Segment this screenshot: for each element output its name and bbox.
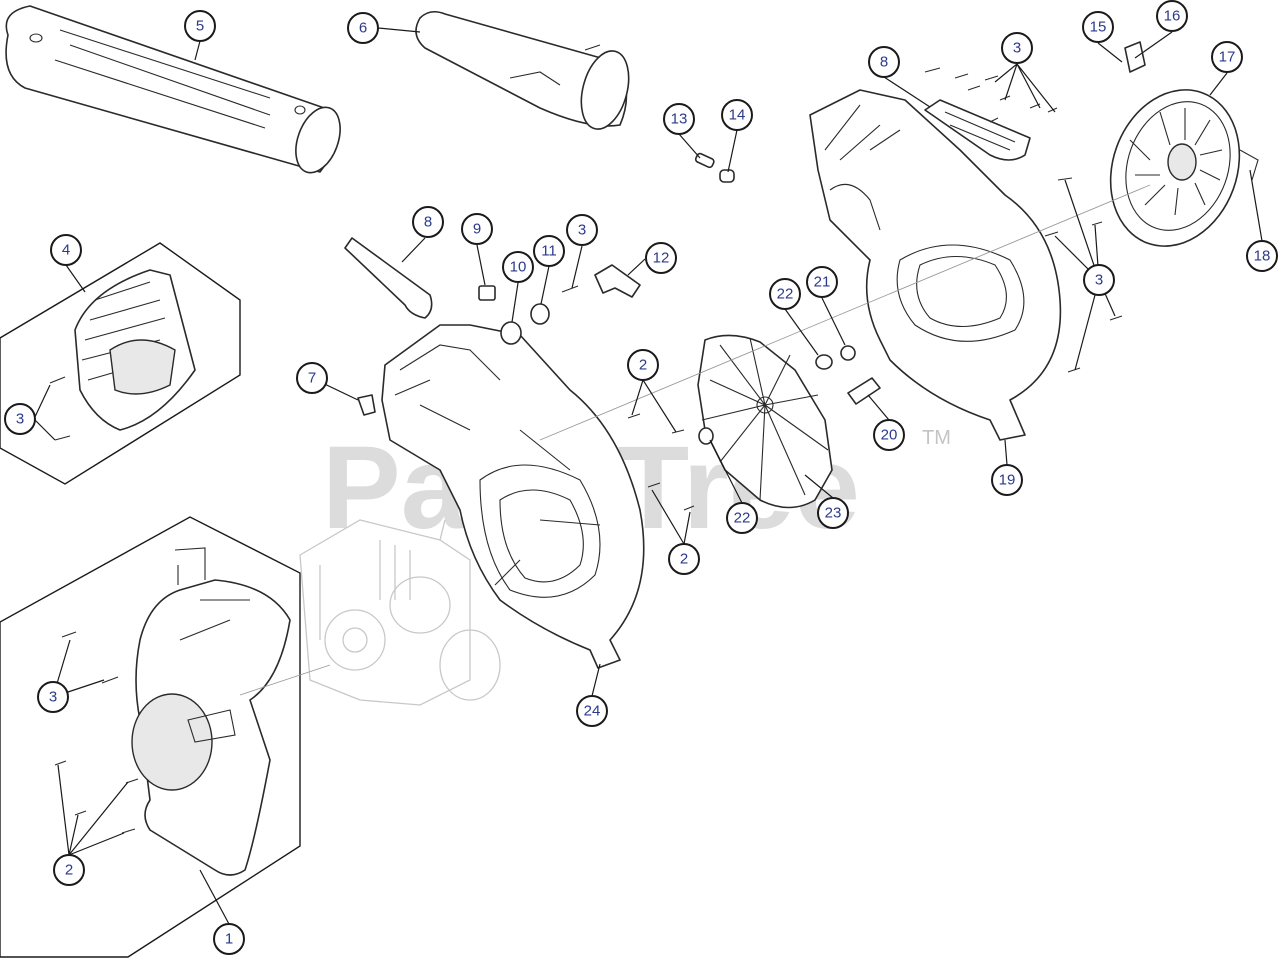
part-rear-handle [131,547,291,876]
part-plug-7 [357,394,376,416]
part-guard [74,269,196,431]
part-recoil-starter [1109,89,1259,247]
callout-3[interactable]: 3 [37,681,69,713]
part-housing-right [809,89,1062,441]
screw-set [49,67,1123,834]
svg-text:19: 19 [999,472,1016,489]
watermark-trademark: TM [922,427,951,449]
svg-text:12: 12 [653,250,670,267]
callout-22[interactable]: 22 [769,278,801,310]
svg-text:3: 3 [16,411,24,428]
callout-8[interactable]: 8 [412,206,444,238]
svg-text:5: 5 [196,18,204,35]
assembly-axes [239,184,1151,696]
svg-text:20: 20 [881,427,898,444]
svg-text:9: 9 [473,221,481,238]
kit-box-1 [0,516,301,958]
part-nut-21 [840,345,856,361]
svg-text:1: 1 [225,931,233,948]
callout-21[interactable]: 21 [806,266,838,298]
svg-text:3: 3 [578,222,586,239]
leader-lines [33,27,1263,925]
callout-8[interactable]: 8 [868,46,900,78]
callout-10[interactable]: 10 [502,251,534,283]
svg-text:3: 3 [1013,40,1021,57]
svg-text:3: 3 [49,689,57,706]
callout-2[interactable]: 2 [627,349,659,381]
part-fan [697,334,833,509]
callout-3[interactable]: 3 [1083,264,1115,296]
callout-13[interactable]: 13 [663,103,695,135]
part-blower-tube [5,5,341,174]
part-knob-11 [530,303,550,325]
callout-5[interactable]: 5 [184,10,216,42]
svg-text:10: 10 [510,259,527,276]
part-shaft-20 [847,377,881,405]
callout-2[interactable]: 2 [668,543,700,575]
callout-1[interactable]: 1 [213,923,245,955]
svg-text:2: 2 [680,551,688,568]
svg-text:18: 18 [1254,248,1271,265]
callout-3[interactable]: 3 [1001,32,1033,64]
part-washer-22-upper [815,354,833,370]
callout-18[interactable]: 18 [1246,240,1278,272]
svg-text:8: 8 [880,54,888,71]
svg-text:15: 15 [1090,19,1107,36]
part-washer-22-lower [698,427,714,445]
callout-3[interactable]: 3 [566,214,598,246]
callout-22[interactable]: 22 [726,502,758,534]
svg-text:22: 22 [777,286,794,303]
svg-text:6: 6 [359,20,367,37]
svg-text:21: 21 [814,274,831,291]
callout-15[interactable]: 15 [1082,11,1114,43]
svg-text:7: 7 [308,370,316,387]
svg-text:24: 24 [584,703,601,720]
callout-7[interactable]: 7 [296,362,328,394]
engine-ghost [299,519,501,706]
callout-12[interactable]: 12 [645,242,677,274]
callout-3[interactable]: 3 [4,403,36,435]
part-oring-10 [500,321,522,345]
callout-23[interactable]: 23 [817,497,849,529]
svg-text:16: 16 [1164,8,1181,25]
svg-text:14: 14 [729,107,746,124]
callout-4[interactable]: 4 [50,234,82,266]
callout-11[interactable]: 11 [533,235,565,267]
svg-text:23: 23 [825,505,842,522]
part-grip-8-right [924,99,1031,161]
part-label-16 [1124,41,1146,73]
svg-text:3: 3 [1095,272,1103,289]
callout-24[interactable]: 24 [576,695,608,727]
svg-text:2: 2 [65,862,73,879]
part-housing-main [381,324,645,669]
callout-20[interactable]: 20 [873,419,905,451]
callout-19[interactable]: 19 [991,464,1023,496]
callout-9[interactable]: 9 [461,213,493,245]
svg-text:8: 8 [424,214,432,231]
svg-text:2: 2 [639,357,647,374]
part-grip-8-left [344,237,433,319]
callouts: 5 6 13 14 8 3 15 16 17 4 8 9 10 11 3 12 … [4,0,1278,955]
part-pin-13-14 [694,152,735,183]
svg-text:11: 11 [541,243,557,260]
svg-text:17: 17 [1219,49,1236,66]
svg-text:13: 13 [671,111,688,128]
part-lever-12 [594,264,641,298]
callout-17[interactable]: 17 [1211,41,1243,73]
callout-6[interactable]: 6 [347,12,379,44]
callout-16[interactable]: 16 [1156,0,1188,32]
part-switch-9 [478,285,496,301]
kit-box-4 [0,242,241,485]
svg-text:4: 4 [62,242,70,259]
callout-14[interactable]: 14 [721,99,753,131]
callout-2[interactable]: 2 [53,854,85,886]
part-nozzle [415,10,630,130]
svg-text:22: 22 [734,510,751,527]
